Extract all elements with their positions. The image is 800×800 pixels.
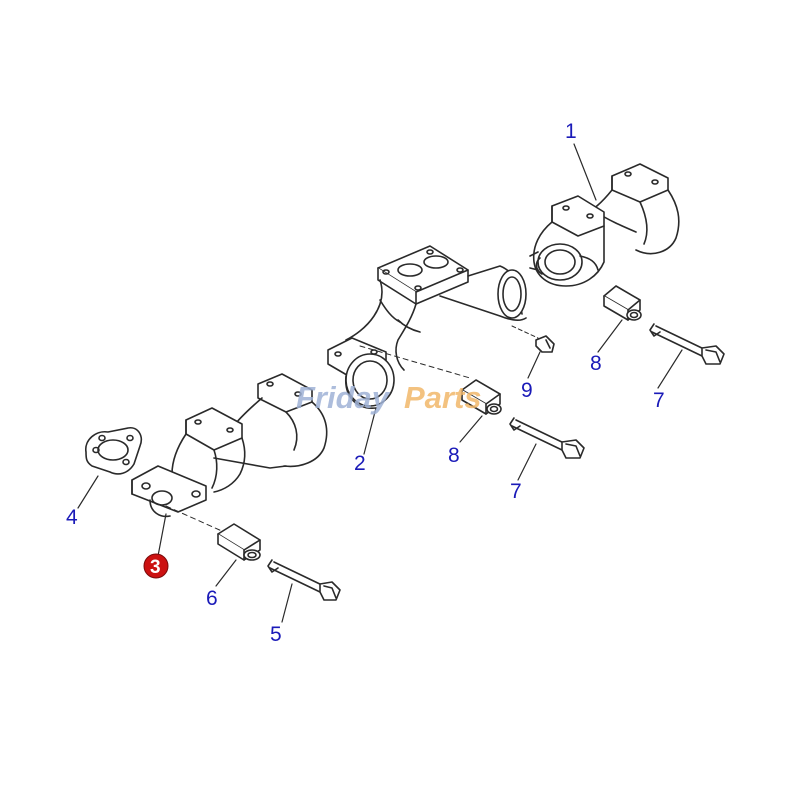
callout-7-center[interactable]: 7	[510, 480, 522, 503]
sleeve-rear[interactable]	[604, 286, 641, 320]
manifold-front[interactable]	[132, 374, 327, 532]
bolt-front[interactable]	[268, 560, 340, 600]
watermark-word2: Parts	[404, 380, 482, 415]
plug[interactable]	[512, 326, 554, 352]
sleeve-front[interactable]	[218, 524, 260, 560]
callout-7-rear[interactable]: 7	[653, 389, 665, 412]
callout-1[interactable]: 1	[565, 120, 577, 143]
callout-2[interactable]: 2	[354, 452, 366, 475]
callout-3-selected[interactable]: 3	[143, 553, 169, 579]
selected-marker	[143, 553, 169, 579]
callout-6[interactable]: 6	[206, 587, 218, 610]
callout-4[interactable]: 4	[66, 506, 78, 529]
watermark: Friday Parts	[296, 380, 482, 415]
manifold-rear[interactable]	[530, 164, 679, 286]
callout-5[interactable]: 5	[270, 623, 282, 646]
bolt-center[interactable]	[510, 418, 584, 458]
callout-9[interactable]: 9	[521, 379, 533, 402]
callout-8-center[interactable]: 8	[448, 444, 460, 467]
sleeve-center[interactable]	[462, 380, 501, 414]
callout-3: 3	[150, 557, 161, 578]
watermark-word1: Friday	[296, 380, 391, 415]
leader-lines	[77, 143, 683, 623]
bolt-rear[interactable]	[650, 324, 724, 364]
callout-8-rear[interactable]: 8	[590, 352, 602, 375]
gasket[interactable]	[86, 428, 141, 474]
manifold-center[interactable]	[328, 246, 526, 408]
callouts: 1 2 3 4 5 6 7 7 8 8 9	[66, 120, 665, 646]
